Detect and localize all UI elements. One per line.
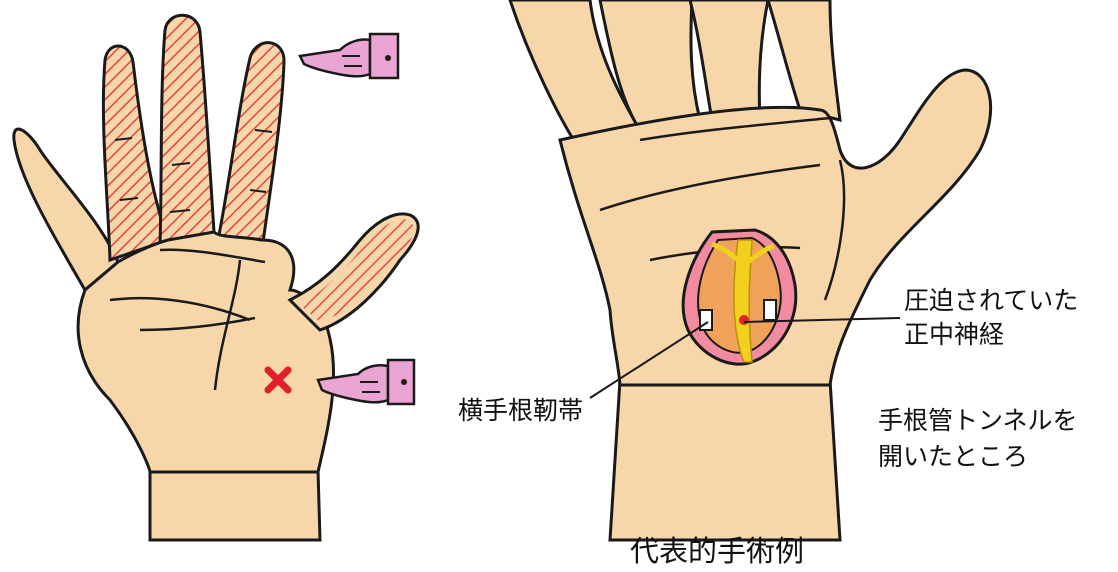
- ring-finger: [103, 46, 168, 260]
- pointing-hand-icon: [300, 34, 398, 78]
- label-compressed-nerve-line1: 圧迫されていた: [904, 284, 1078, 318]
- index-finger: [218, 43, 284, 250]
- label-tunnel-line2: 開いたところ: [878, 440, 1028, 474]
- palm: [78, 232, 333, 472]
- left-hand-illustration: [14, 15, 418, 540]
- caption-representative-surgery: 代表的手術例: [630, 528, 804, 570]
- label-transverse-carpal-ligament: 横手根靭帯: [458, 394, 583, 428]
- label-compressed-nerve-line2: 正中神経: [904, 318, 1004, 352]
- label-tunnel-line1: 手根管トンネルを: [878, 404, 1078, 438]
- little-finger: [14, 129, 118, 290]
